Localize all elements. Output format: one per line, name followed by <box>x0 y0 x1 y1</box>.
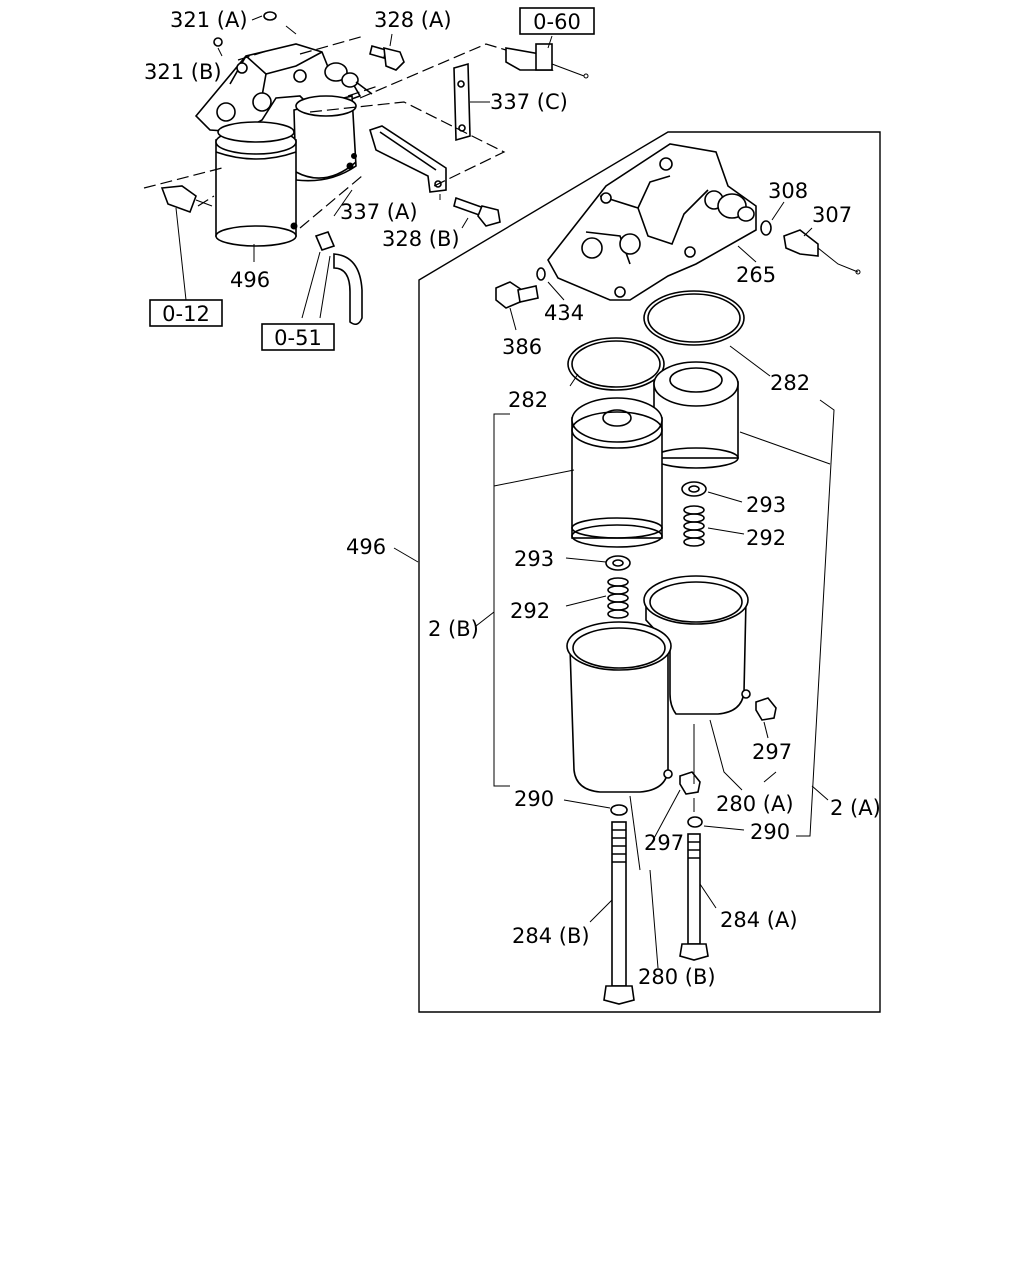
label-307: 307 <box>812 203 852 227</box>
ref-label-0-60: 0-60 <box>533 10 581 34</box>
label-280a: 280 (A) <box>716 792 794 816</box>
label-282-right: 282 <box>770 371 810 395</box>
label-292-right: 292 <box>746 526 786 550</box>
o-ring-308 <box>760 220 772 236</box>
part-labels: 321 (A) 321 (B) 328 (A) 337 (C) 337 (A) … <box>144 8 881 989</box>
washer-293-right <box>681 481 707 497</box>
label-321a: 321 (A) <box>170 8 248 32</box>
detail-frame <box>418 131 881 1013</box>
bolt-328b <box>453 196 501 227</box>
ref-box-0-12[interactable]: 0-12 <box>149 299 223 327</box>
label-280b: 280 (B) <box>638 965 716 989</box>
label-290-left: 290 <box>514 787 554 811</box>
center-bolt-284b <box>603 821 635 1005</box>
label-297-left: 297 <box>644 831 684 855</box>
spring-292-left <box>607 577 629 619</box>
o-ring-434 <box>536 267 546 281</box>
label-337c: 337 (C) <box>490 90 568 114</box>
bolt-386 <box>495 281 539 309</box>
label-337a: 337 (A) <box>340 200 418 224</box>
sensor-0-60 <box>505 43 589 79</box>
label-2a: 2 (A) <box>830 796 881 820</box>
label-284a: 284 (A) <box>720 908 798 932</box>
center-bolt-284a <box>679 833 709 961</box>
filter-assembly-overview <box>143 35 589 326</box>
label-293-right: 293 <box>746 493 786 517</box>
label-321b: 321 (B) <box>144 60 222 84</box>
gasket-282-right <box>643 290 745 346</box>
label-290-right: 290 <box>750 820 790 844</box>
label-328b: 328 (B) <box>382 227 460 251</box>
washer-290-right <box>687 816 703 828</box>
bracket-265 <box>547 143 757 301</box>
fitting-0-12 <box>160 185 213 214</box>
filter-element-left <box>571 397 663 548</box>
label-284b: 284 (B) <box>512 924 590 948</box>
washer-290-left <box>610 804 628 816</box>
ref-label-0-51: 0-51 <box>274 326 322 350</box>
bolt-328a <box>369 45 405 71</box>
drain-plug-297-left <box>679 771 701 795</box>
label-308: 308 <box>768 179 808 203</box>
ref-box-0-60[interactable]: 0-60 <box>519 7 595 35</box>
ref-box-0-51[interactable]: 0-51 <box>261 323 335 351</box>
bracket-337a <box>369 125 447 193</box>
hose-0-51 <box>314 231 363 326</box>
fitting-307 <box>783 229 861 275</box>
label-386: 386 <box>502 335 542 359</box>
label-2b: 2 (B) <box>428 617 479 641</box>
label-328a: 328 (A) <box>374 8 452 32</box>
label-434: 434 <box>544 301 584 325</box>
label-265: 265 <box>736 263 776 287</box>
bracket-337c <box>453 62 471 142</box>
ref-label-0-12: 0-12 <box>162 302 210 326</box>
drain-plug-297-right <box>755 697 777 721</box>
filter-element-right <box>653 361 739 469</box>
spring-292-right <box>683 505 705 547</box>
gasket-282-left <box>567 337 665 391</box>
leader-lines <box>175 11 835 969</box>
label-293-left: 293 <box>514 547 554 571</box>
washer-293-left <box>605 555 631 571</box>
label-496-top: 496 <box>230 268 270 292</box>
label-292-left: 292 <box>510 599 550 623</box>
filter-case-280a <box>643 575 751 715</box>
label-297-right: 297 <box>752 740 792 764</box>
label-496-side: 496 <box>346 535 386 559</box>
filter-case-280b <box>566 621 673 793</box>
label-282-left: 282 <box>508 388 548 412</box>
